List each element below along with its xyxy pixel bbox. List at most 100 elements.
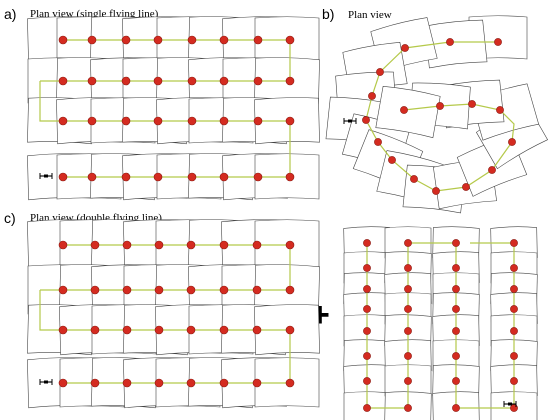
waypoint-marker bbox=[219, 285, 229, 295]
waypoint-marker bbox=[494, 38, 502, 46]
waypoint-marker bbox=[122, 325, 132, 335]
waypoint-marker bbox=[496, 106, 504, 114]
waypoint-marker bbox=[154, 240, 164, 250]
image-footprints bbox=[27, 15, 549, 420]
waypoint-marker bbox=[510, 239, 518, 247]
waypoint-marker bbox=[154, 378, 164, 388]
waypoint-marker bbox=[121, 35, 131, 45]
panel-b-title: Plan view bbox=[348, 9, 392, 21]
drone-icon bbox=[39, 379, 53, 385]
waypoint-marker bbox=[452, 404, 460, 412]
waypoint-marker bbox=[404, 285, 412, 293]
waypoint-marker bbox=[363, 285, 371, 293]
waypoint-marker bbox=[153, 172, 163, 182]
waypoint-marker bbox=[404, 404, 412, 412]
waypoint-marker bbox=[90, 378, 100, 388]
waypoint-marker bbox=[401, 44, 409, 52]
image-footprint bbox=[424, 19, 488, 69]
waypoint-marker bbox=[285, 76, 295, 86]
waypoint-marker bbox=[452, 264, 460, 272]
waypoint-marker bbox=[252, 285, 262, 295]
waypoint-marker bbox=[153, 35, 163, 45]
waypoint-marker bbox=[363, 404, 371, 412]
waypoint-marker bbox=[122, 240, 132, 250]
waypoint-marker bbox=[58, 240, 68, 250]
drone-icons bbox=[39, 118, 517, 407]
waypoint-marker bbox=[90, 285, 100, 295]
waypoint-marker bbox=[121, 116, 131, 126]
waypoint-marker bbox=[285, 35, 295, 45]
waypoint-marker bbox=[388, 156, 396, 164]
waypoint-marker bbox=[87, 35, 97, 45]
waypoint-marker bbox=[122, 378, 132, 388]
waypoint-marker bbox=[410, 175, 418, 183]
waypoint-marker bbox=[362, 116, 370, 124]
flight-line bbox=[40, 39, 291, 82]
waypoint-marker bbox=[404, 377, 412, 385]
waypoint-marker bbox=[121, 172, 131, 182]
waypoint-marker bbox=[186, 378, 196, 388]
waypoint-marker bbox=[368, 92, 376, 100]
waypoint-marker bbox=[187, 116, 197, 126]
waypoint-marker bbox=[488, 166, 496, 174]
waypoint-marker bbox=[154, 325, 164, 335]
waypoint-marker bbox=[87, 76, 97, 86]
waypoint-marker bbox=[219, 116, 229, 126]
waypoint-marker bbox=[58, 76, 68, 86]
waypoint-marker bbox=[285, 172, 295, 182]
waypoint-marker bbox=[253, 35, 263, 45]
waypoint-marker bbox=[363, 352, 371, 360]
waypoint-marker bbox=[58, 116, 68, 126]
panel-c-letter: c) bbox=[4, 210, 16, 226]
waypoint-marker bbox=[510, 377, 518, 385]
waypoint-marker bbox=[187, 172, 197, 182]
waypoint-marker bbox=[404, 305, 412, 313]
waypoint-marker bbox=[363, 305, 371, 313]
waypoint-marker bbox=[219, 378, 229, 388]
waypoint-marker bbox=[376, 68, 384, 76]
flight-line bbox=[365, 41, 515, 192]
waypoint-marker bbox=[58, 325, 68, 335]
waypoint-marker bbox=[219, 172, 229, 182]
waypoint-marker bbox=[374, 138, 382, 146]
waypoint-marker bbox=[253, 76, 263, 86]
waypoint-marker bbox=[510, 264, 518, 272]
waypoint-marker bbox=[510, 285, 518, 293]
waypoint-marker bbox=[90, 325, 100, 335]
flight-line bbox=[40, 244, 291, 291]
waypoint-marker bbox=[452, 285, 460, 293]
waypoint-marker bbox=[363, 377, 371, 385]
waypoint-marker bbox=[432, 187, 440, 195]
waypoint-marker bbox=[252, 240, 262, 250]
waypoint-marker bbox=[404, 239, 412, 247]
panel-b-letter: b) bbox=[322, 6, 335, 22]
waypoint-marker bbox=[285, 116, 295, 126]
waypoint-marker bbox=[121, 76, 131, 86]
waypoint-marker bbox=[452, 352, 460, 360]
waypoint-marker bbox=[462, 183, 470, 191]
waypoint-marker bbox=[404, 352, 412, 360]
waypoint-marker bbox=[452, 377, 460, 385]
waypoint-marker bbox=[404, 264, 412, 272]
panel-a-letter: a) bbox=[4, 6, 17, 22]
waypoint-marker bbox=[285, 285, 295, 295]
waypoint-marker bbox=[186, 285, 196, 295]
waypoint-marker bbox=[153, 116, 163, 126]
waypoint-marker bbox=[154, 285, 164, 295]
waypoint-marker bbox=[285, 378, 295, 388]
waypoint-marker bbox=[253, 172, 263, 182]
waypoint-marker bbox=[452, 305, 460, 313]
waypoint-marker bbox=[253, 116, 263, 126]
waypoint-marker bbox=[122, 285, 132, 295]
waypoints bbox=[58, 35, 518, 412]
waypoint-marker bbox=[252, 378, 262, 388]
image-footprint bbox=[375, 85, 441, 139]
waypoint-marker bbox=[452, 327, 460, 335]
waypoint-marker bbox=[510, 305, 518, 313]
waypoint-marker bbox=[510, 352, 518, 360]
waypoint-marker bbox=[446, 38, 454, 46]
waypoint-marker bbox=[58, 285, 68, 295]
waypoint-marker bbox=[436, 102, 444, 110]
waypoint-marker bbox=[58, 35, 68, 45]
waypoint-marker bbox=[510, 327, 518, 335]
